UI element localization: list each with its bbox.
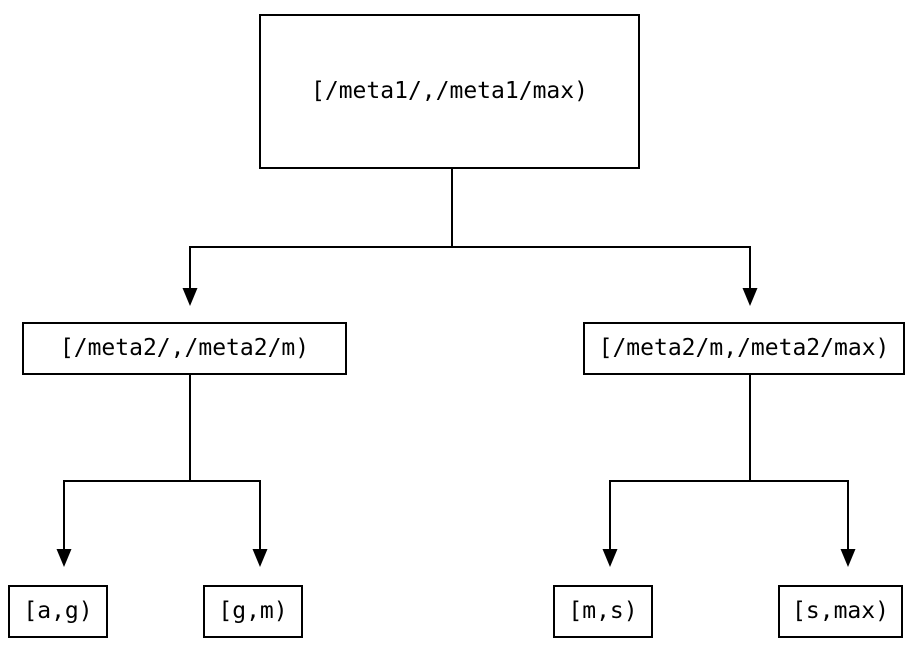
edge-meta2-low-branch [63, 480, 261, 549]
arrowhead-to-meta2-high [742, 288, 758, 306]
node-leaf-g-m-label: [g,m) [218, 598, 288, 624]
node-leaf-m-s: [m,s) [553, 585, 653, 638]
node-leaf-a-g-label: [a,g) [23, 598, 93, 624]
node-leaf-m-s-label: [m,s) [568, 598, 638, 624]
node-leaf-a-g: [a,g) [8, 585, 108, 638]
node-meta2-high: [/meta2/m,/meta2/max) [583, 322, 905, 375]
arrowhead-to-meta2-low [182, 288, 198, 306]
node-meta2-high-label: [/meta2/m,/meta2/max) [598, 335, 890, 361]
arrowhead-to-leaf-g-m [252, 549, 268, 567]
node-meta2-low: [/meta2/,/meta2/m) [22, 322, 347, 375]
edge-meta2-high-branch [609, 480, 849, 549]
node-root-label: [/meta1/,/meta1/max) [311, 78, 588, 104]
node-leaf-s-max-label: [s,max) [792, 598, 889, 624]
node-leaf-g-m: [g,m) [203, 585, 303, 638]
node-root: [/meta1/,/meta1/max) [259, 14, 640, 169]
arrowhead-to-leaf-s-max [840, 549, 856, 567]
node-meta2-low-label: [/meta2/,/meta2/m) [59, 335, 310, 361]
node-leaf-s-max: [s,max) [778, 585, 903, 638]
arrowhead-to-leaf-a-g [56, 549, 72, 567]
arrowhead-to-leaf-m-s [602, 549, 618, 567]
edge-root-branch [189, 246, 751, 288]
